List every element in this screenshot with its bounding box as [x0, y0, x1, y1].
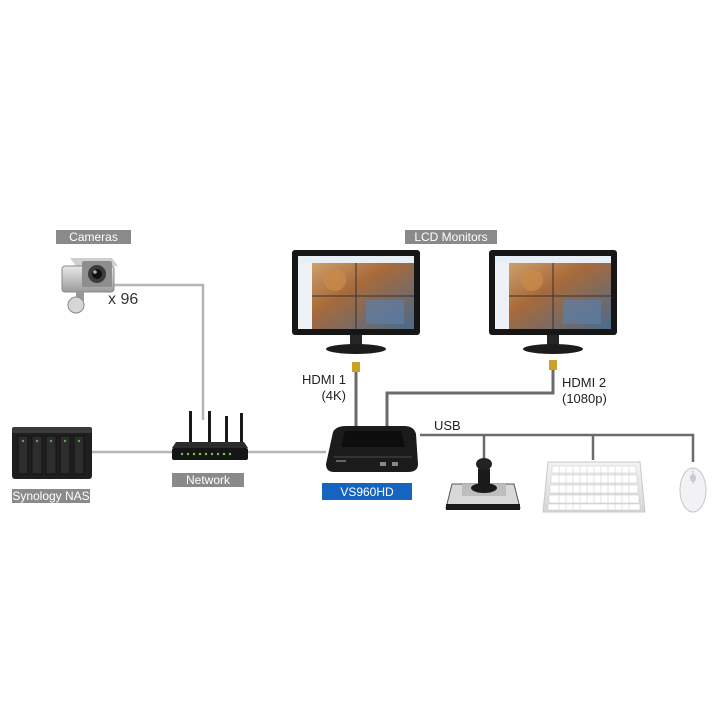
camera-to-router-cable	[110, 283, 205, 420]
vs960hd-icon	[326, 426, 418, 472]
hdmi2-label: HDMI 2	[562, 375, 606, 390]
hdmi2-cable	[385, 362, 555, 426]
camera-count-text: x 96	[108, 291, 138, 308]
nas-label-text: Synology NAS	[12, 489, 89, 503]
cables	[92, 283, 695, 462]
cameras-label: Cameras	[56, 230, 131, 244]
vs960hd-label-text: VS960HD	[340, 485, 394, 499]
nas-label: Synology NAS	[12, 489, 90, 503]
nas-icon	[12, 427, 92, 479]
cameras-label-text: Cameras	[69, 230, 118, 244]
router-leds	[180, 452, 232, 456]
usb-cable	[420, 433, 695, 462]
lcd-monitors-label-text: LCD Monitors	[414, 230, 487, 244]
hdmi1-label: HDMI 1	[302, 372, 346, 387]
monitor-icon	[292, 250, 420, 354]
joystick-icon	[445, 458, 521, 510]
hdmi1-resolution: (4K)	[321, 388, 346, 403]
usb-label: USB	[434, 418, 461, 433]
router-icon	[172, 411, 248, 460]
hdmi1-connector-icon	[352, 362, 360, 372]
keyboard-icon	[542, 461, 646, 513]
camera-icon	[61, 258, 118, 314]
network-label-text: Network	[186, 473, 231, 487]
lcd-monitors-label: LCD Monitors	[405, 230, 497, 244]
monitor-icon	[489, 250, 617, 354]
hdmi2-connector-icon	[549, 360, 557, 370]
hdmi2-resolution: (1080p)	[562, 391, 607, 406]
network-label: Network	[172, 473, 244, 487]
mouse-icon	[679, 467, 707, 513]
vs960hd-label: VS960HD	[322, 483, 412, 500]
